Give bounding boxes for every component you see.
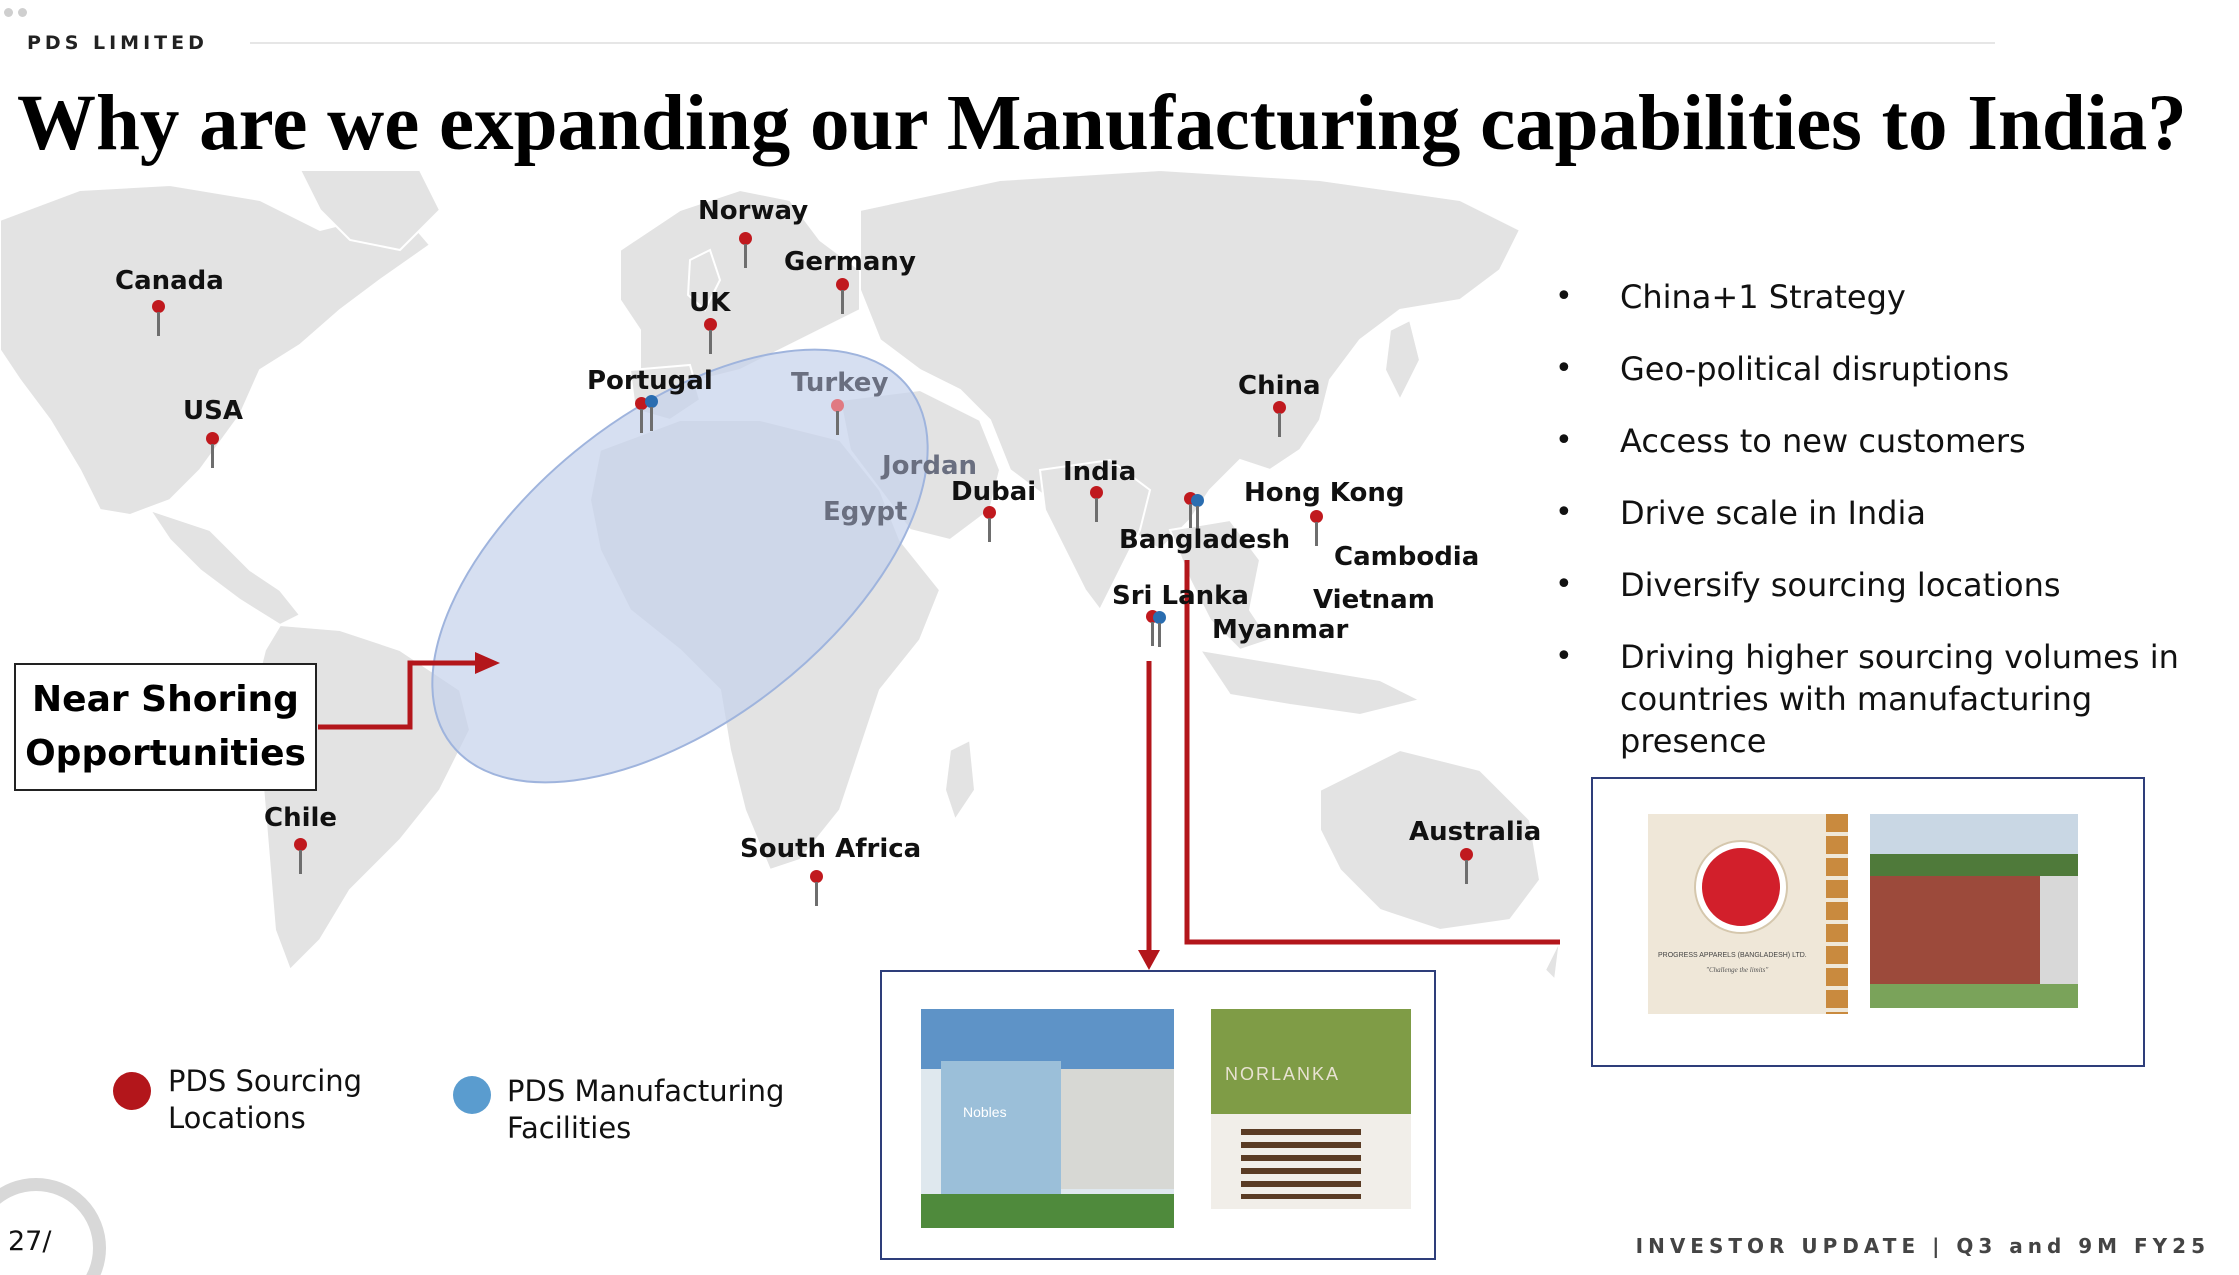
label-india: India bbox=[1063, 457, 1137, 487]
legend-manufacturing-label: PDS Manufacturing Facilities bbox=[507, 1074, 785, 1145]
footer-deck-title: INVESTOR UPDATE | Q3 and 9M FY25 bbox=[1635, 1234, 2210, 1258]
progress-apparels-building-photo bbox=[1870, 814, 2078, 1008]
reason-item: Geo-political disruptions bbox=[1555, 348, 2235, 390]
sri-lanka-facilities-box: Nobles NORLANKA bbox=[880, 970, 1436, 1260]
bangladesh-arrow-line bbox=[1184, 560, 1560, 945]
callout-line-1: Near Shoring bbox=[32, 679, 299, 720]
label-cambodia: Cambodia bbox=[1334, 542, 1480, 572]
uk-landmass bbox=[686, 248, 722, 312]
pin-portugal-manufacturing bbox=[645, 395, 658, 435]
label-australia: Australia bbox=[1409, 817, 1542, 847]
japan-landmass bbox=[1383, 318, 1422, 403]
pin-usa bbox=[206, 432, 219, 472]
label-canada: Canada bbox=[115, 266, 224, 296]
greenland-landmass bbox=[298, 170, 442, 252]
legend-manufacturing-dot bbox=[453, 1076, 491, 1114]
legend-sourcing-dot bbox=[113, 1072, 151, 1110]
label-bangladesh: Bangladesh bbox=[1119, 525, 1291, 555]
reason-item: Access to new customers bbox=[1555, 420, 2235, 462]
pin-hong-kong bbox=[1310, 510, 1323, 550]
slide-title: Why are we expanding our Manufacturing c… bbox=[17, 80, 2187, 167]
label-jordan: Jordan bbox=[882, 451, 978, 481]
pin-norway bbox=[739, 232, 752, 272]
near-shoring-arrow bbox=[318, 660, 475, 730]
near-shoring-arrowhead bbox=[475, 652, 500, 674]
pin-germany bbox=[836, 278, 849, 318]
southeast-asia-landmass bbox=[1168, 518, 1272, 652]
label-uk: UK bbox=[689, 288, 731, 318]
pin-turkey bbox=[831, 399, 844, 439]
pin-australia bbox=[1460, 848, 1473, 888]
europe-landmass bbox=[619, 188, 861, 392]
pin-uk bbox=[704, 318, 717, 358]
pin-bangladesh-manufacturing bbox=[1191, 494, 1204, 534]
callout-line-2: Opportunities bbox=[25, 733, 306, 774]
pin-chile bbox=[294, 838, 307, 878]
pin-india bbox=[1090, 486, 1103, 526]
indonesia-landmass bbox=[1197, 648, 1423, 717]
progress-sign-text: PROGRESS APPARELS (BANGLADESH) LTD. bbox=[1658, 952, 1807, 959]
label-vietnam: Vietnam bbox=[1313, 585, 1435, 615]
window-dots bbox=[4, 2, 32, 21]
reason-item: Driving higher sourcing volumes in count… bbox=[1555, 636, 2235, 762]
nobles-factory-photo: Nobles bbox=[921, 1009, 1174, 1228]
pin-dubai bbox=[983, 506, 996, 546]
new-zealand-landmass bbox=[1543, 939, 1560, 983]
label-south-africa: South Africa bbox=[740, 834, 922, 864]
north-america-landmass bbox=[0, 183, 432, 517]
legend-sourcing-label: PDS Sourcing Locations bbox=[168, 1064, 363, 1135]
label-china: China bbox=[1238, 371, 1321, 401]
madagascar-landmass bbox=[943, 738, 977, 823]
pin-sri-lanka-manufacturing bbox=[1153, 611, 1166, 651]
pin-canada bbox=[152, 300, 165, 340]
norlanka-lobby-photo: NORLANKA bbox=[1211, 1009, 1411, 1209]
label-norway: Norway bbox=[698, 196, 809, 226]
header-divider bbox=[250, 42, 1995, 44]
sri-lanka-arrowhead bbox=[1138, 950, 1160, 970]
label-egypt: Egypt bbox=[823, 497, 908, 527]
reason-item: Diversify sourcing locations bbox=[1555, 564, 2235, 606]
pin-china bbox=[1273, 401, 1286, 441]
india-landmass bbox=[1038, 458, 1152, 612]
reason-item: Drive scale in India bbox=[1555, 492, 2235, 534]
pin-portugal-sourcing bbox=[635, 397, 648, 437]
label-dubai: Dubai bbox=[951, 477, 1037, 507]
label-sri-lanka: Sri Lanka bbox=[1112, 581, 1249, 611]
progress-tagline: "Challenge the limits" bbox=[1706, 966, 1769, 974]
bangladesh-facilities-box: PROGRESS APPARELS (BANGLADESH) LTD. "Cha… bbox=[1591, 777, 2145, 1067]
label-germany: Germany bbox=[784, 247, 916, 277]
progress-apparels-sign-photo: PROGRESS APPARELS (BANGLADESH) LTD. "Cha… bbox=[1648, 814, 1848, 1014]
label-portugal: Portugal bbox=[587, 366, 713, 396]
near-shoring-region bbox=[431, 348, 929, 784]
nobles-sign: Nobles bbox=[963, 1104, 1007, 1120]
australia-landmass bbox=[1319, 748, 1542, 932]
norlanka-sign: NORLANKA bbox=[1225, 1064, 1341, 1084]
world-map bbox=[0, 170, 1560, 983]
label-myanmar: Myanmar bbox=[1212, 615, 1349, 645]
asia-landmass bbox=[859, 170, 1522, 552]
company-name: PDS LIMITED bbox=[27, 32, 208, 54]
pin-south-africa bbox=[810, 870, 823, 910]
central-america-landmass bbox=[147, 508, 302, 627]
label-hong-kong: Hong Kong bbox=[1244, 478, 1405, 508]
progress-logo-icon bbox=[1696, 842, 1786, 932]
label-usa: USA bbox=[183, 396, 243, 426]
label-chile: Chile bbox=[264, 803, 338, 833]
reason-item: China+1 Strategy bbox=[1555, 276, 2235, 318]
reasons-list: China+1 Strategy Geo-political disruptio… bbox=[1555, 276, 2235, 792]
page-number: 27/ bbox=[8, 1226, 52, 1257]
label-turkey: Turkey bbox=[791, 368, 889, 398]
